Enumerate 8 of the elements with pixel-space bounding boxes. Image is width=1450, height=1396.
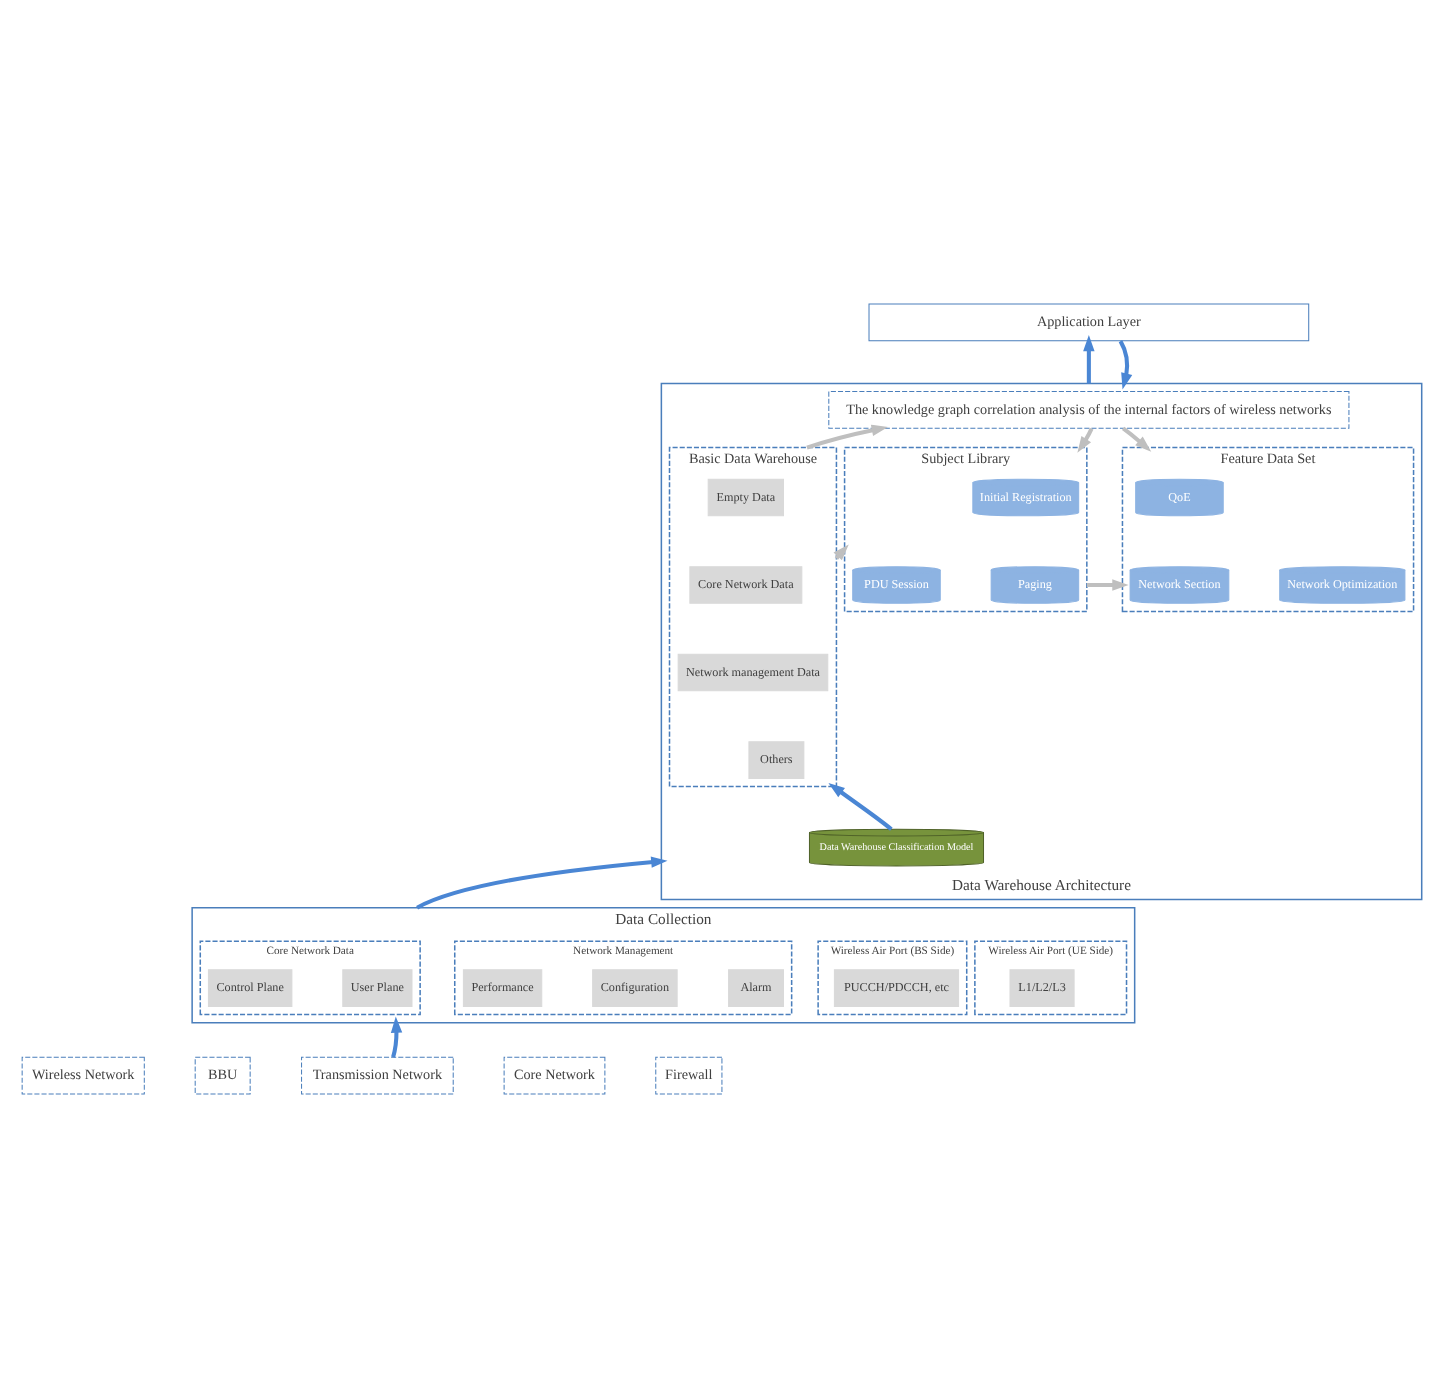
arrow bbox=[1085, 578, 1128, 590]
arrow bbox=[827, 781, 892, 830]
arrow bbox=[389, 1015, 402, 1057]
arrow bbox=[1082, 333, 1094, 383]
arrow bbox=[1117, 339, 1132, 389]
arrow bbox=[805, 423, 887, 449]
arrow bbox=[415, 855, 667, 909]
arrow bbox=[1120, 425, 1151, 451]
